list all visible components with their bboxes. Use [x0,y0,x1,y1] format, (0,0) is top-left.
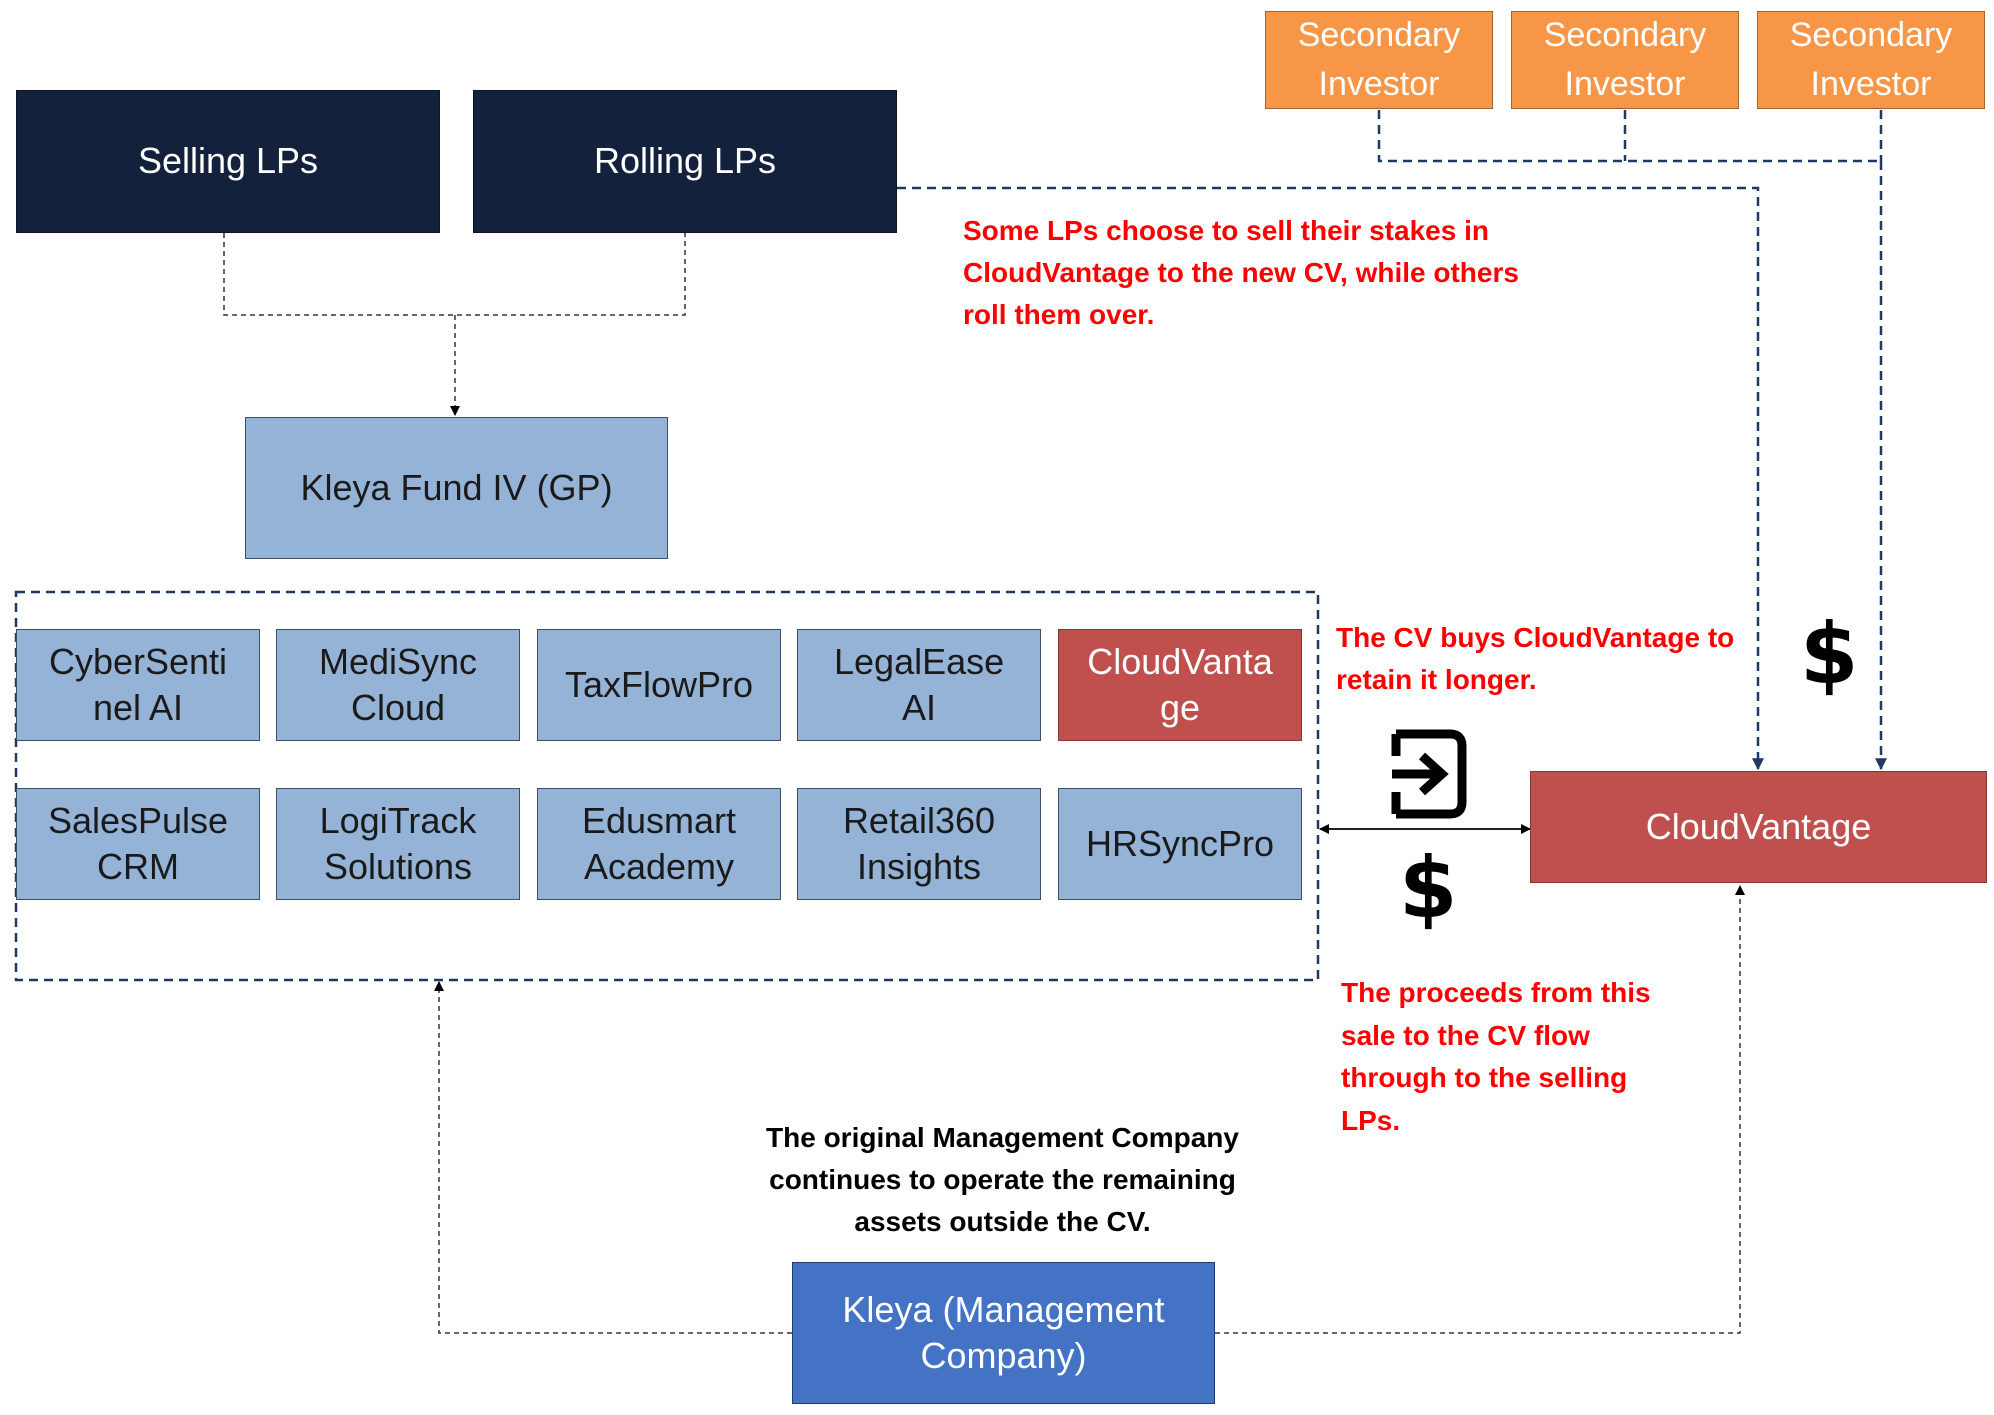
selling-lps-box: Selling LPs [16,90,440,233]
rolling-lps-box: Rolling LPs [473,90,897,233]
company-logitrack-solutions: LogiTrack Solutions [276,788,520,900]
exit-arrow-icon [1391,729,1467,819]
connector-secondary-investors [1377,110,1883,163]
dollar-sign-secondary: $ [1800,605,1859,703]
annotation-lps-choice: Some LPs choose to sell their stakes in … [963,215,1519,330]
secondary-investor-1: Secondary Investor [1265,11,1493,109]
arrow-management-to-cv [1215,885,1745,1334]
annotation-proceeds: The proceeds from this sale to the CV fl… [1341,977,1651,1136]
annotation-cv-buys: The CV buys CloudVantage to retain it lo… [1336,622,1735,695]
company-hrsyncpro: HRSyncPro [1058,788,1302,900]
cloudvantage-cv-box: CloudVantage [1530,771,1987,883]
secondary-investor-3: Secondary Investor [1757,11,1985,109]
arrow-rolling-lps-to-cv [897,186,1764,771]
secondary-investor-2: Secondary Investor [1511,11,1739,109]
company-edusmart-academy: Edusmart Academy [537,788,781,900]
gp-fund-box: Kleya Fund IV (GP) [245,417,668,559]
connector-lps-to-gp [223,233,686,316]
arrow-management-to-portfolio [434,981,792,1334]
company-legalease-ai: LegalEase AI [797,629,1041,741]
company-taxflowpro: TaxFlowPro [537,629,781,741]
company-medisync-cloud: MediSync Cloud [276,629,520,741]
company-salespulse-crm: SalesPulse CRM [16,788,260,900]
company-cloudvantage-highlighted: CloudVantage [1058,629,1302,741]
dollar-sign-exchange: $ [1399,839,1458,937]
company-cybersentinel-ai: CyberSentinel AI [16,629,260,741]
management-company-box: Kleya (Management Company) [792,1262,1215,1404]
company-retail360-insights: Retail360 Insights [797,788,1041,900]
portfolio-container [14,590,1320,982]
annotation-management: The original Management Company continue… [766,1122,1239,1237]
